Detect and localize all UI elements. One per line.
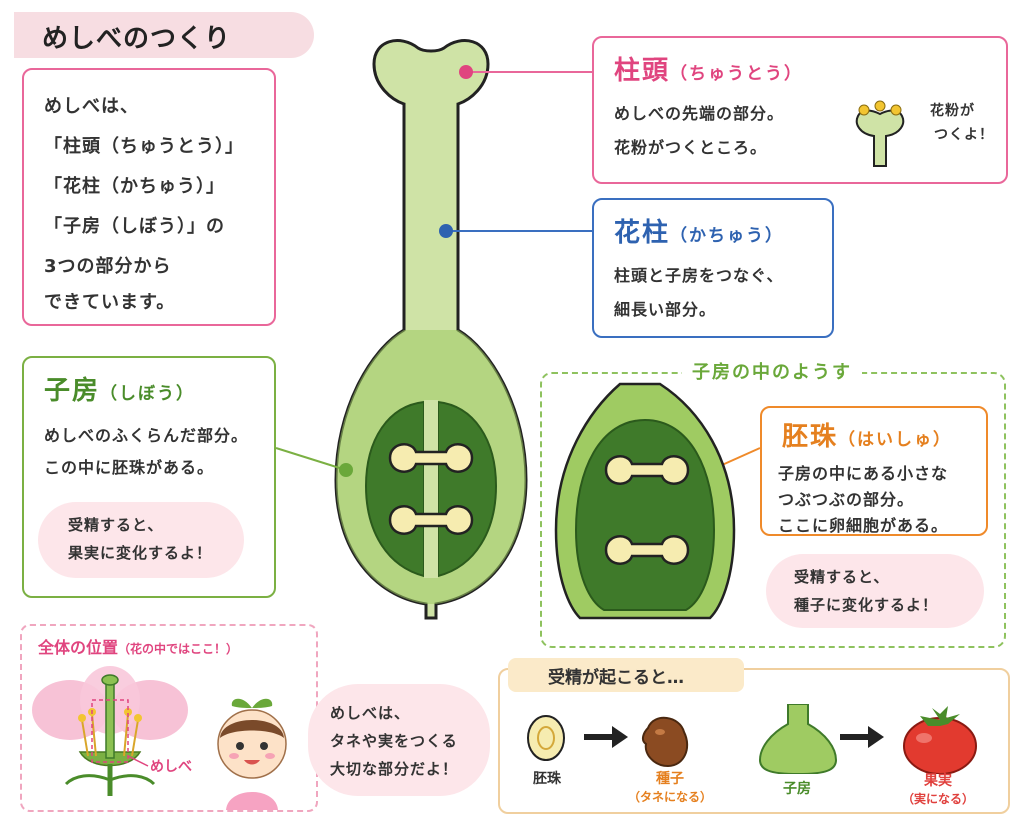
style-dot	[439, 224, 453, 238]
ovary-center-column	[424, 400, 438, 578]
ovary-heading: 子房（しぼう）	[44, 376, 196, 406]
tomato-icon	[903, 706, 977, 774]
stigma-dot	[459, 65, 473, 79]
fertilization-title: 受精が起こると…	[548, 668, 684, 688]
arrow-right-icon-1	[584, 726, 628, 748]
fert-fruit-note: （実になる）	[901, 792, 974, 806]
child-mascot-icon	[217, 698, 287, 810]
ovule-desc-3: ここに卵細胞がある。	[778, 516, 949, 535]
pistil-diagram	[334, 39, 528, 620]
ovule-heading: 胚珠（はいしゅ）	[782, 422, 953, 452]
stigma-box: 柱頭（ちゅうとう） めしべの先端の部分。 花粉がつくところ。 花粉が つくよ！	[592, 36, 1008, 184]
seed-bubble: 受精すると、 種子に変化するよ！	[766, 554, 984, 628]
style-heading: 花柱（かちゅう）	[614, 218, 785, 248]
ovule-upper	[388, 443, 474, 473]
speech-line-3: 大切な部分だよ！	[330, 760, 459, 778]
style-desc-2: 細長い部分。	[614, 300, 717, 319]
ovary-bubble-2: 果実に変化するよ！	[68, 544, 213, 562]
intro-line-style: 「花柱（かちゅう）」	[44, 176, 225, 197]
fert-seed-label: 種子	[656, 771, 684, 787]
intro-line-ovary: 「子房（しぼう）」の	[44, 216, 225, 237]
fertilization-sequence	[527, 704, 977, 774]
ovule-lower	[388, 505, 474, 535]
ovule-desc-1: 子房の中にある小さな	[778, 464, 949, 483]
mascot-speech-bubble: めしべは、 タネや実をつくる 大切な部分だよ！	[308, 684, 490, 796]
whole-flower-title: 全体の位置（花の中ではここ！）	[38, 638, 239, 657]
stigma-note-1: 花粉が	[930, 103, 975, 119]
ovary-bubble: 受精すると、 果実に変化するよ！	[38, 502, 244, 578]
seed-bubble-2: 種子に変化するよ！	[794, 596, 939, 614]
ovary-cross-section	[554, 382, 736, 620]
pistil-pointer-label: めしべ	[150, 759, 192, 775]
ovule-small-icon	[527, 715, 565, 761]
inside-ovary-title: 子房の中のようす	[682, 358, 862, 384]
ovary-desc-2: この中に胚珠がある。	[44, 458, 215, 477]
small-ovary-icon	[758, 704, 838, 774]
intro-line-6: できています。	[44, 292, 176, 313]
ovary-desc-1: めしべのふくらんだ部分。	[44, 426, 249, 445]
flower-icon	[32, 666, 188, 796]
fert-ovary-label: 子房	[783, 781, 811, 797]
seed-icon	[641, 717, 689, 768]
title-banner: めしべのつくり	[14, 12, 314, 58]
speech-line-1: めしべは、	[330, 704, 411, 722]
fertilization-tab: 受精が起こると…	[508, 658, 744, 692]
arrow-right-icon-2	[840, 726, 884, 748]
fert-ovule-label: 胚珠	[533, 771, 561, 787]
intro-line-stigma: 「柱頭（ちゅうとう）」	[44, 136, 244, 157]
ovary-bubble-1: 受精すると、	[68, 516, 164, 534]
ovary-dot	[339, 463, 353, 477]
stigma-heading: 柱頭（ちゅうとう）	[614, 56, 804, 86]
stigma-desc-1: めしべの先端の部分。	[614, 104, 785, 123]
style-box: 花柱（かちゅう） 柱頭と子房をつなぐ、 細長い部分。	[592, 198, 834, 338]
style-desc-1: 柱頭と子房をつなぐ、	[614, 266, 784, 285]
intro-line-1: めしべは、	[44, 96, 139, 117]
pollen-on-stigma-icon	[855, 100, 905, 167]
intro-box: めしべは、 「柱頭（ちゅうとう）」 「花柱（かちゅう）」 「子房（しぼう）」の …	[22, 68, 276, 326]
ovule-desc-2: つぶつぶの部分。	[778, 490, 915, 509]
page-title: めしべのつくり	[42, 24, 232, 54]
intro-line-5: 3つの部分から	[44, 256, 172, 277]
ovary-box: 子房（しぼう） めしべのふくらんだ部分。 この中に胚珠がある。 受精すると、 果…	[22, 356, 276, 598]
ovule-box: 胚珠（はいしゅ） 子房の中にある小さな つぶつぶの部分。 ここに卵細胞がある。	[760, 406, 988, 536]
seed-bubble-1: 受精すると、	[794, 568, 890, 586]
fertilization-frame	[498, 668, 1010, 814]
stigma-desc-2: 花粉がつくところ。	[614, 138, 768, 157]
stigma-note-2: つくよ！	[934, 127, 994, 143]
speech-line-2: タネや実をつくる	[330, 732, 458, 750]
fert-fruit-label: 果実	[924, 773, 952, 789]
fert-seed-note: （タネになる）	[627, 790, 712, 804]
